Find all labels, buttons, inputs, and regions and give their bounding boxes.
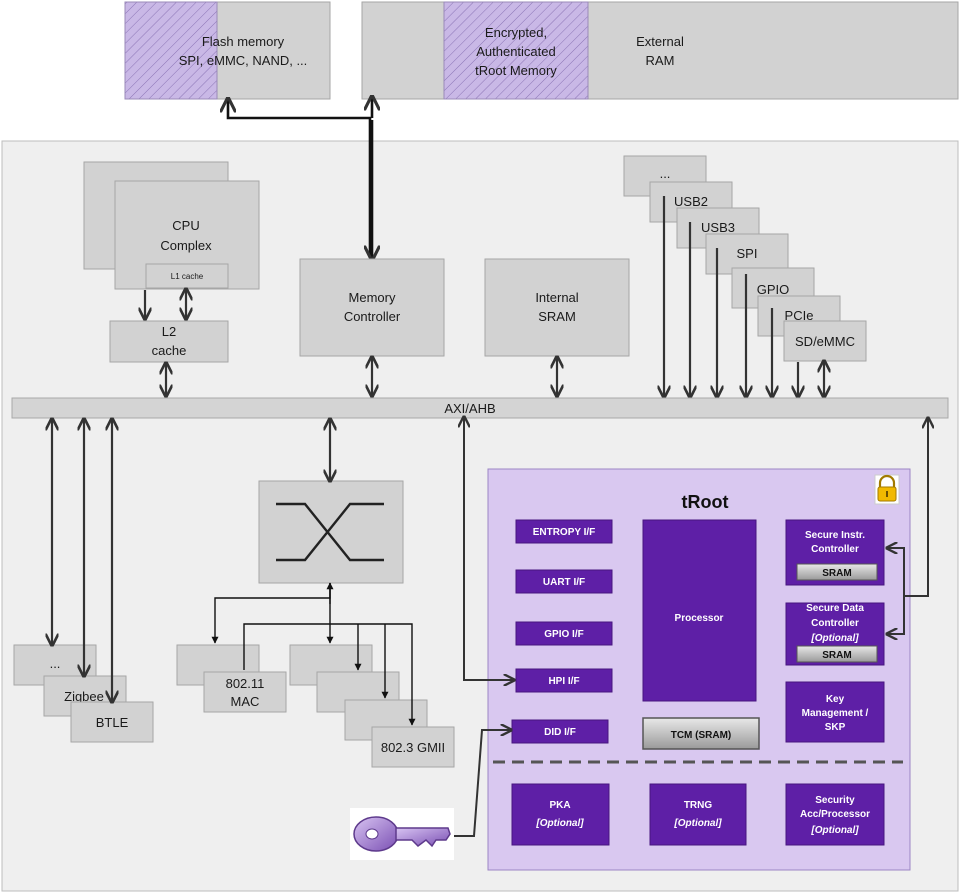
l1-cache-label: L1 cache [171,272,204,281]
gmii-label: 802.3 GMII [381,740,445,755]
switch-block [258,480,404,584]
sdc-optional-label: [Optional] [810,633,859,644]
sdc-sram-label: SRAM [822,650,851,661]
pka-optional-label: [Optional] [535,818,584,829]
bus-hpi-arrow [464,418,513,680]
bus-controller-arrows [888,419,928,634]
periph-label-usb3: USB3 [701,220,735,235]
pka-block: PKA [Optional] [511,783,610,846]
processor-block: Processor [642,519,757,702]
axi-ahb-bus: AXI/AHB [11,397,949,419]
peripheral-arrows [664,196,824,396]
entropy-if-label: ENTROPY I/F [533,527,596,538]
switch-fanout-arrows [211,582,416,726]
uart-if-label: UART I/F [543,577,585,588]
gpio-if-label: GPIO I/F [544,629,583,640]
did-if-label: DID I/F [544,727,576,738]
troot-interfaces: ENTROPY I/F UART I/F GPIO I/F HPI I/F DI… [511,519,613,744]
periph-label-pcie: PCIe [785,308,814,323]
periph-label-spi: SPI [737,246,758,261]
trng-optional-label: [Optional] [673,818,722,829]
wireless-arrows [52,420,112,701]
memory-bus-arrows [228,98,372,258]
processor-label: Processor [675,613,724,624]
periph-label-gpio: GPIO [757,282,790,297]
trng-block: TRNG [Optional] [649,783,747,846]
periph-label-sdemmc: SD/eMMC [795,334,855,349]
lock-icon [874,474,900,505]
pka-label: PKA [549,800,570,811]
hpi-if-label: HPI I/F [548,676,579,687]
trng-label: TRNG [684,800,713,811]
wireless-label-btle: BTLE [96,715,129,730]
key-did-arrow [454,730,510,837]
tcm-block: TCM (SRAM) [642,717,760,750]
periph-label-0: ... [660,166,671,181]
bus-label: AXI/AHB [444,401,495,416]
wireless-label-zigbee: Zigbee [64,689,104,704]
tcm-label: TCM (SRAM) [671,730,732,741]
sic-label: Secure Instr.Controller [805,530,865,555]
periph-label-usb2: USB2 [674,194,708,209]
troot-title: tRoot [682,492,729,512]
sic-sram-label: SRAM [822,568,851,579]
wireless-label-0: ... [50,656,61,671]
key-icon [350,808,454,860]
secure-instr-controller: Secure Instr.Controller SRAM [785,519,885,586]
security-acc-optional-label: [Optional] [810,825,859,836]
